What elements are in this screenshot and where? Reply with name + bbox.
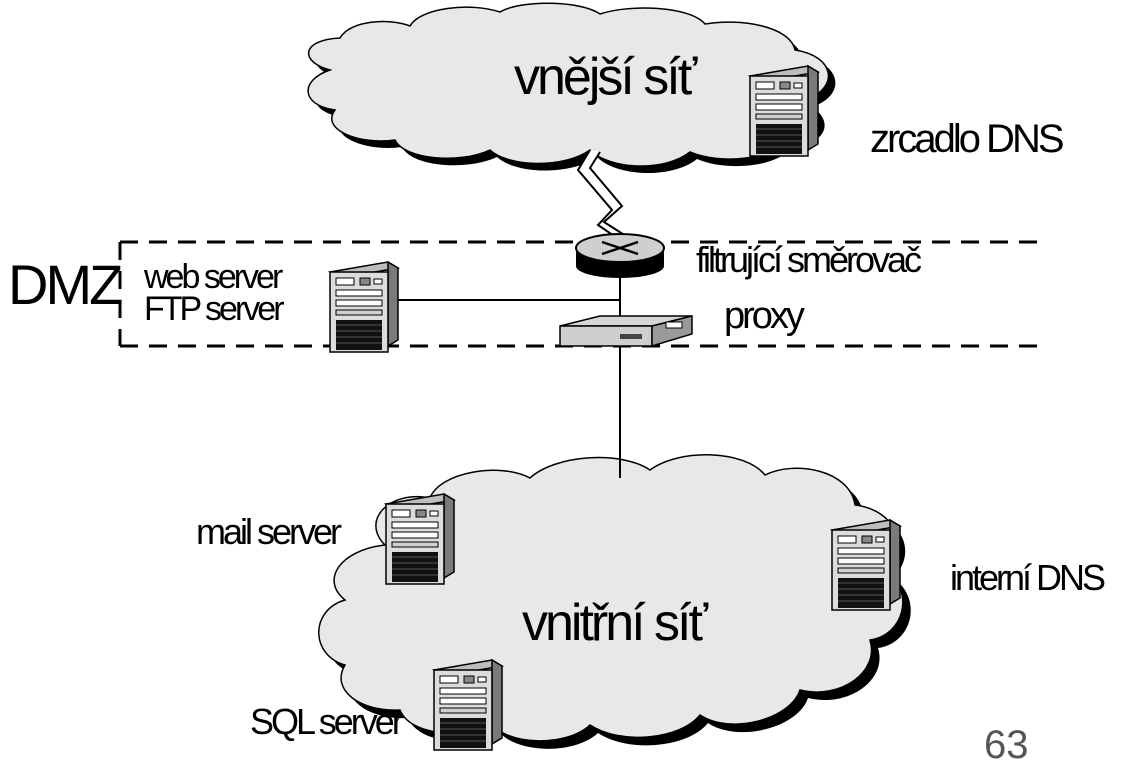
ftp-server-label: FTP server bbox=[144, 290, 284, 328]
router-label: filtrující směrovač bbox=[696, 239, 922, 280]
dmz-label: DMZ bbox=[8, 253, 122, 316]
web-server-label: web server bbox=[143, 258, 283, 296]
mail-server-icon bbox=[385, 493, 455, 585]
dns-mirror-label: zrcadlo DNS bbox=[870, 117, 1063, 161]
internal-dns-label: interní DNS bbox=[950, 557, 1105, 598]
mail-server-label: mail server bbox=[196, 511, 342, 552]
router-icon bbox=[575, 233, 665, 278]
proxy-icon bbox=[559, 315, 693, 348]
sql-server-icon bbox=[433, 659, 503, 751]
external-network-label: vnější síť bbox=[514, 48, 698, 106]
dmz-boundary bbox=[118, 240, 1040, 348]
connection-lines bbox=[398, 270, 621, 478]
internal-network-label: vnitřní síť bbox=[522, 594, 708, 652]
internal-dns-server-icon bbox=[831, 519, 901, 611]
web-ftp-server-icon bbox=[329, 261, 399, 353]
page-number: 63 bbox=[984, 723, 1029, 765]
dns-mirror-server-icon bbox=[749, 65, 819, 157]
sql-server-label: SQL server bbox=[250, 701, 404, 742]
proxy-label: proxy bbox=[724, 295, 805, 337]
external-network-cloud bbox=[307, 2, 836, 174]
